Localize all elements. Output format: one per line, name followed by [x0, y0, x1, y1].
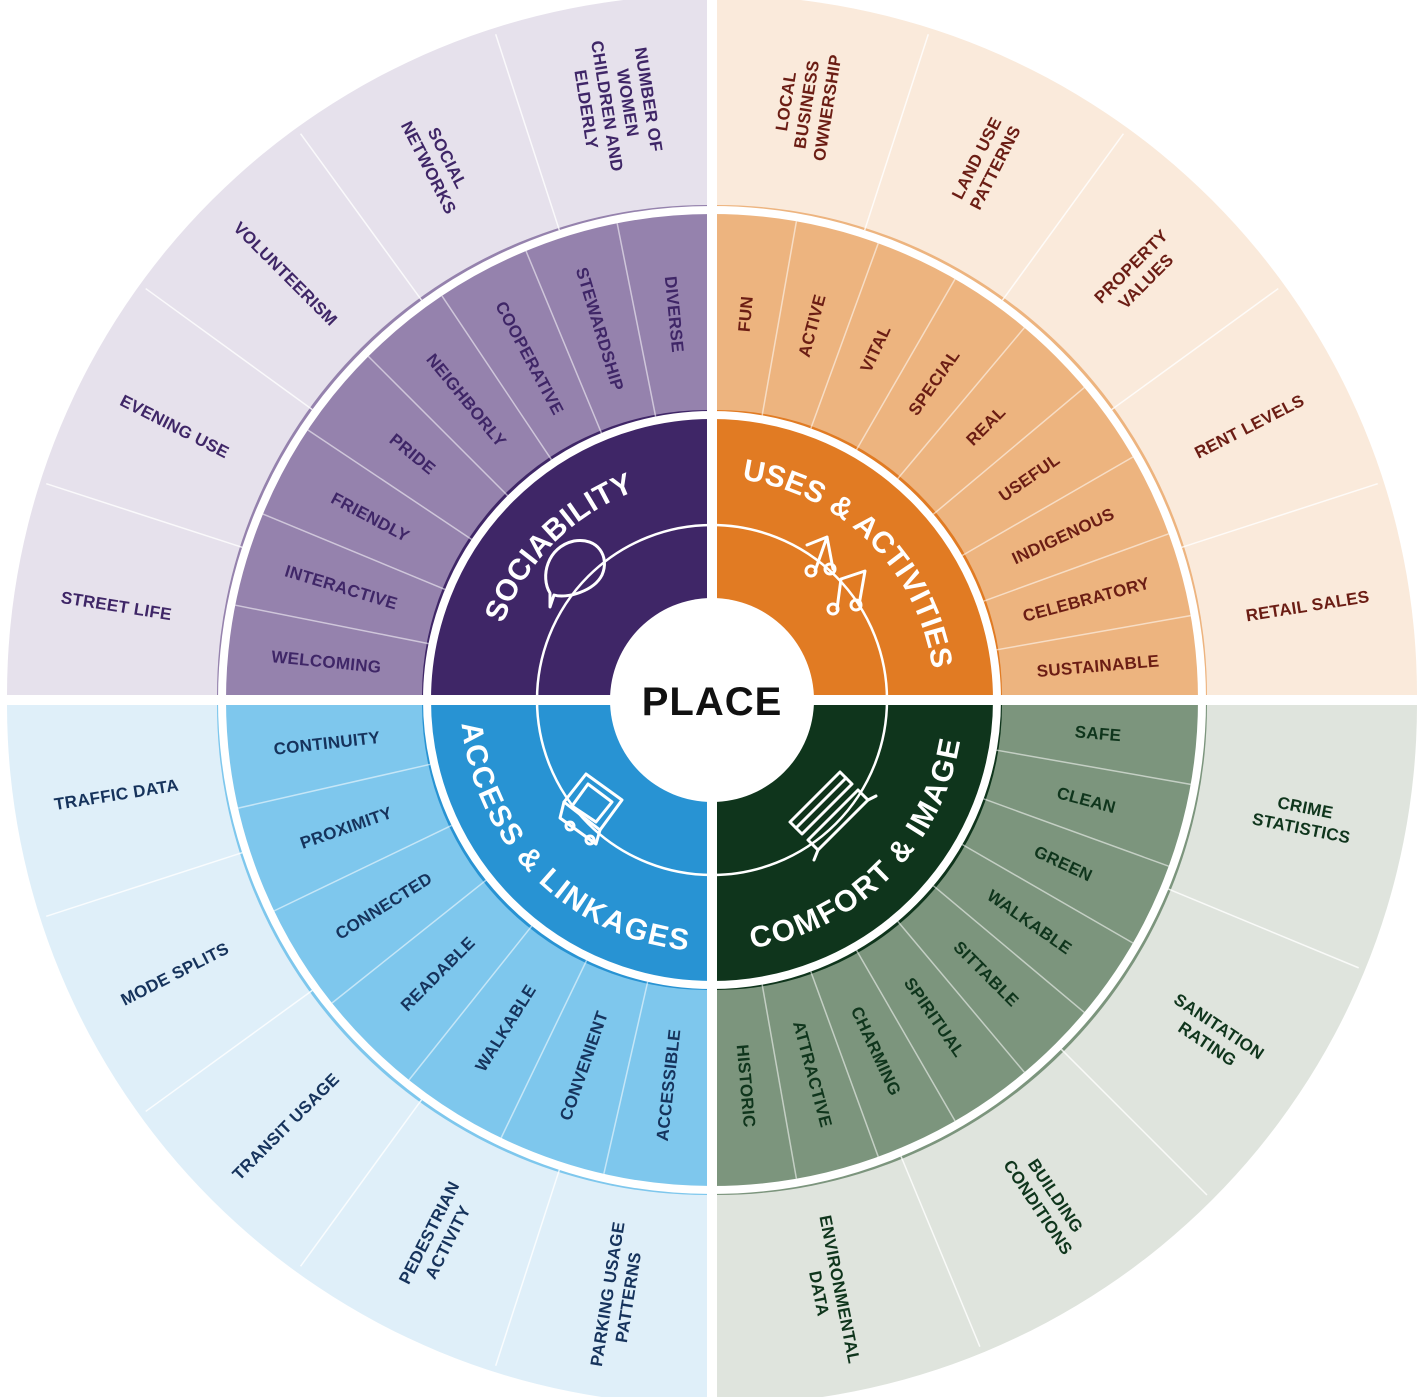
bench-icon: [788, 770, 878, 862]
attribute-divider: [855, 278, 956, 451]
attribute-divider: [810, 243, 879, 429]
attribute-divider: [525, 250, 603, 434]
attribute-divider: [996, 614, 1191, 651]
attribute-divider: [761, 221, 798, 416]
measurement-divider: [299, 133, 423, 301]
attribute-divider: [603, 981, 649, 1174]
access-linkages-core-ring: [422, 705, 707, 990]
measurement-divider: [900, 1156, 981, 1348]
measurement-divider: [494, 1169, 561, 1366]
attribute-divider: [262, 513, 446, 591]
attribute-divider: [500, 960, 588, 1139]
attribute-divider: [810, 971, 879, 1157]
attribute-divider: [331, 879, 487, 1004]
attribute-divider: [897, 920, 1025, 1073]
attribute-divider: [367, 355, 509, 497]
icon-loop-path: [535, 523, 889, 877]
attribute-divider: [307, 429, 473, 541]
measurement-divider: [1181, 482, 1378, 549]
attribute-divider: [983, 533, 1169, 602]
attribute-divider: [616, 223, 657, 417]
place-center: PLACE: [610, 598, 814, 802]
ring-segments: [7, 0, 1417, 1397]
measurement-divider: [145, 287, 313, 411]
quadrant-icons: [535, 523, 889, 877]
measurement-divider: [1111, 287, 1279, 411]
measurement-divider: [1060, 1048, 1208, 1196]
measurement-divider: [145, 989, 313, 1113]
measurement-divider: [299, 1099, 423, 1267]
attribute-divider: [996, 749, 1191, 786]
attribute-safe: SAFE: [1074, 722, 1122, 745]
attribute-divider: [932, 387, 1085, 515]
attribute-divider: [238, 763, 431, 809]
comfort-image-core-ring: [717, 705, 1002, 990]
attribute-divider: [897, 327, 1025, 480]
bus-icon: [558, 772, 624, 846]
uses-activities-core-ring: [717, 410, 1002, 695]
attribute-divider: [961, 456, 1134, 557]
attribute-divider: [441, 295, 553, 461]
attribute-divider: [855, 949, 956, 1122]
attribute-divider: [932, 885, 1085, 1013]
speech-bubble-icon: [544, 539, 606, 609]
sociability-core-ring: [422, 410, 707, 695]
measurement-divider: [46, 482, 243, 549]
measurement-divider: [494, 34, 561, 231]
attribute-divider: [408, 925, 533, 1081]
attribute-divider: [961, 843, 1134, 944]
measurement-divider: [1168, 888, 1360, 969]
measurement-divider: [863, 34, 930, 231]
attribute-divider: [983, 798, 1169, 867]
place-label: PLACE: [642, 680, 783, 724]
attribute-divider: [273, 824, 452, 912]
measurement-divider: [1001, 133, 1125, 301]
attribute-divider: [235, 604, 429, 645]
music-notes-icon: [804, 535, 867, 616]
attribute-divider: [761, 984, 798, 1179]
measurement-divider: [46, 851, 243, 918]
center-disc: [610, 598, 814, 802]
attribute-fun: FUN: [735, 295, 757, 332]
